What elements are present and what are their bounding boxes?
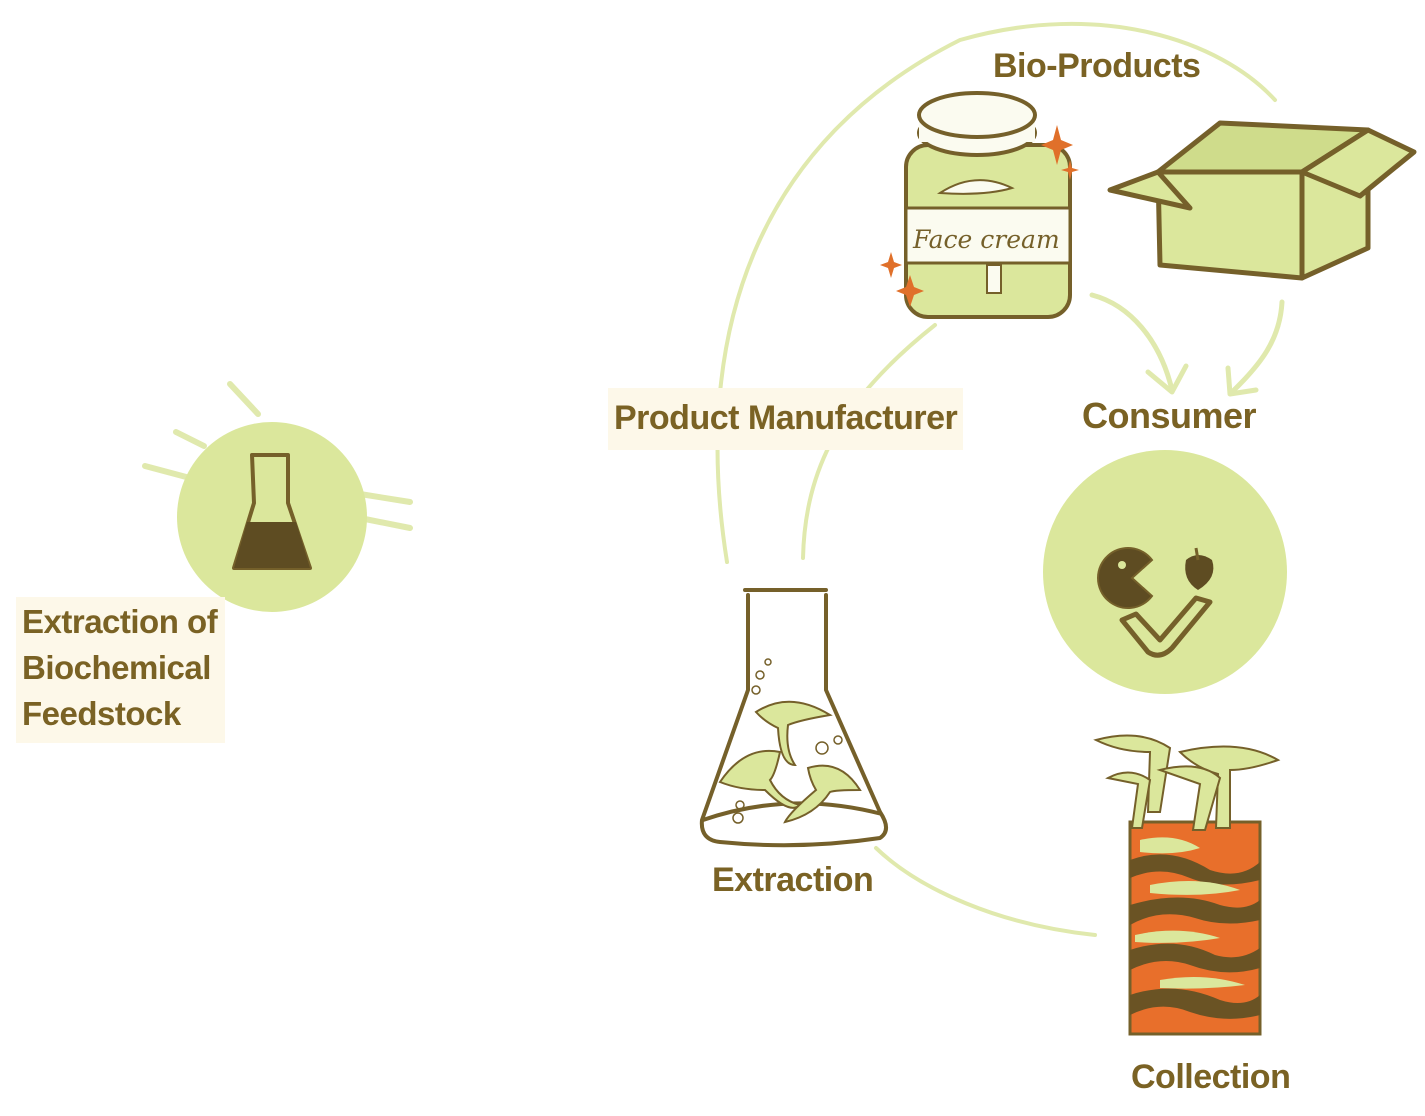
label-extraction: Extraction [712, 861, 874, 899]
jar-label-text: Face cream [912, 225, 1060, 254]
open-box-icon [1107, 120, 1417, 281]
feedstock-line-3: Feedstock [22, 695, 181, 732]
label-product-manufacturer: Product Manufacturer [608, 388, 964, 451]
label-bio-products: Bio-Products [993, 47, 1201, 85]
feedstock-line-2: Biochemical [22, 649, 211, 686]
label-collection: Collection [1131, 1058, 1291, 1096]
feedstock-line-1: Extraction of [22, 603, 218, 640]
extraction-to-collection-connector [874, 846, 1097, 937]
flask-icon [142, 381, 413, 612]
jar-to-consumer-arrow [1089, 292, 1175, 393]
consumer-check-icon [1043, 450, 1287, 694]
big-arc-connector [715, 21, 1277, 564]
label-extraction-of-biochemical-feedstock: Extraction of Biochemical Feedstock [16, 597, 226, 743]
arrows [1089, 292, 1285, 397]
face-cream-jar-icon: Face cream [880, 91, 1079, 319]
box-to-consumer-arrow [1229, 299, 1285, 395]
mushroom-jar-icon [1093, 734, 1281, 1036]
label-consumer: Consumer [1082, 395, 1257, 436]
extraction-flask-icon [699, 588, 888, 848]
